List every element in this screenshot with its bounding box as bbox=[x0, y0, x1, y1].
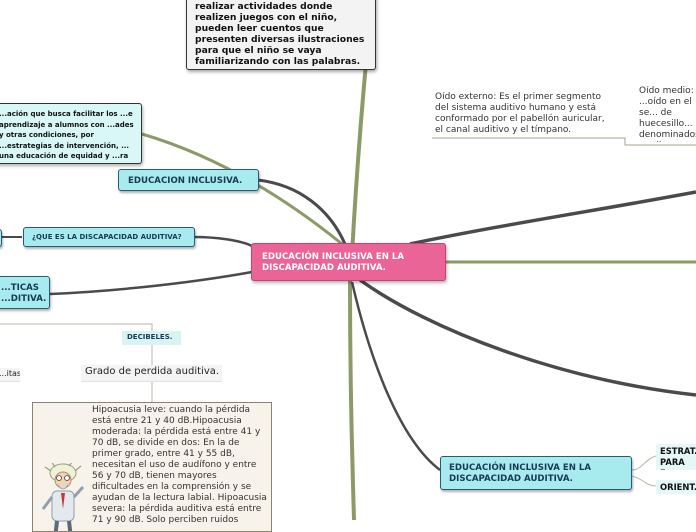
educacion-inclusiva-label: EDUCACION INCLUSIVA. bbox=[128, 176, 242, 186]
educacion-inclusiva-discapacidad-label: EDUCACIÓN INCLUSIVA EN LA DISCAPACIDAD A… bbox=[449, 463, 591, 484]
connector-right-bottom bbox=[632, 456, 656, 486]
oido-externo-text[interactable]: Oído externo: Es el primer segmento del … bbox=[435, 92, 615, 136]
decibeles-node[interactable]: DECIBELES. bbox=[122, 331, 181, 345]
hipoacusia-text: Hipoacusia leve: cuando la pérdida está … bbox=[92, 405, 270, 526]
grado-perdida-label: Grado de perdida auditiva. bbox=[85, 366, 219, 377]
que-es-label: ¿QUE ES LA DISCAPACIDAD AUDITIVA? bbox=[32, 233, 182, 241]
oido-medio-text[interactable]: Oído medio: ...oído en el se... de huece… bbox=[639, 86, 696, 142]
estrategias-label: ESTRAT... PARA E... bbox=[660, 446, 696, 470]
grado-perdida-node[interactable]: Grado de perdida auditiva. bbox=[81, 365, 222, 381]
practicas-label: ...TICAS ...DITIVA. bbox=[1, 283, 46, 304]
inclusion-definition-box[interactable]: ...ación que busca facilitar los ...e ap… bbox=[0, 103, 142, 164]
top-note-box[interactable]: realizar actividades donde realizen jueg… bbox=[186, 0, 376, 70]
educacion-inclusiva-node[interactable]: EDUCACION INCLUSIVA. bbox=[118, 169, 259, 191]
orientacion-node[interactable]: ORIENT... bbox=[656, 480, 696, 494]
professor-illustration bbox=[39, 463, 89, 532]
branch-bottom-edu bbox=[352, 282, 440, 470]
left-edge-node[interactable] bbox=[0, 229, 2, 247]
hipoacusia-box[interactable]: Hipoacusia leve: cuando la pérdida está … bbox=[32, 402, 272, 532]
top-note-text: realizar actividades donde realizen jueg… bbox=[195, 1, 364, 67]
itas-node[interactable]: ...itas bbox=[0, 368, 20, 381]
educacion-inclusiva-discapacidad-node[interactable]: EDUCACIÓN INCLUSIVA EN LA DISCAPACIDAD A… bbox=[440, 456, 632, 490]
branch-right-lower bbox=[360, 280, 696, 395]
branch-bottom bbox=[350, 280, 354, 520]
decibeles-label: DECIBELES. bbox=[127, 333, 172, 341]
que-es-node[interactable]: ¿QUE ES LA DISCAPACIDAD AUDITIVA? bbox=[23, 227, 195, 247]
central-topic-label: EDUCACIÓN INCLUSIVA EN LA DISCAPACIDAD A… bbox=[262, 252, 404, 273]
branch-que-es bbox=[194, 237, 252, 246]
inclusion-definition-text: ...ación que busca facilitar los ...e ap… bbox=[0, 110, 134, 164]
branch-practicas bbox=[50, 272, 252, 294]
branch-right-upper bbox=[410, 192, 696, 244]
orientacion-label: ORIENT... bbox=[660, 482, 696, 492]
practicas-node[interactable]: ...TICAS ...DITIVA. bbox=[0, 276, 50, 309]
itas-label: ...itas bbox=[0, 369, 20, 378]
estrategias-node[interactable]: ESTRAT... PARA E... bbox=[656, 444, 696, 470]
central-topic-node[interactable]: EDUCACIÓN INCLUSIVA EN LA DISCAPACIDAD A… bbox=[251, 243, 446, 281]
